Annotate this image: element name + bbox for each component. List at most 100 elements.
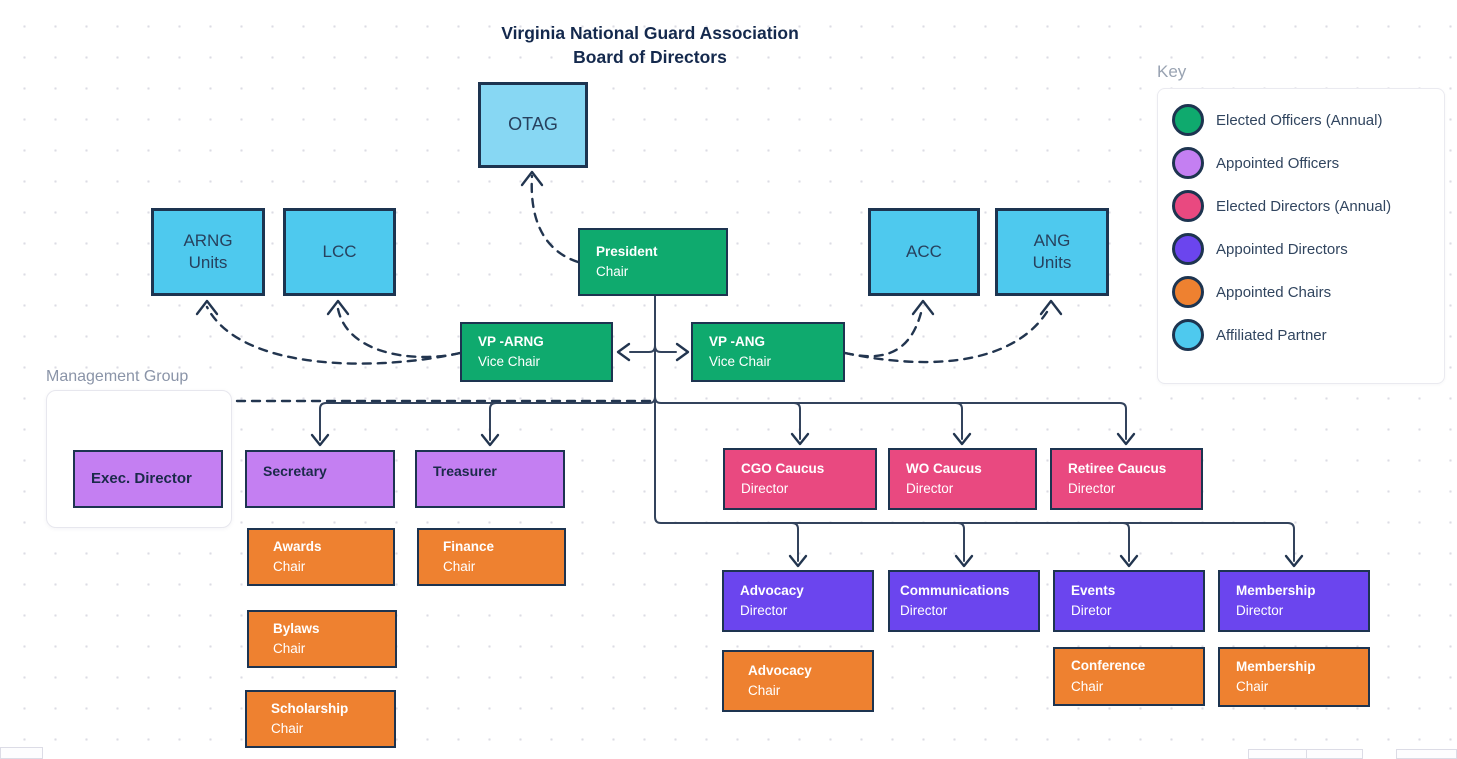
node-title: WO Caucus	[906, 460, 982, 476]
node-subtitle: Director	[900, 603, 948, 618]
node-retiree-caucus[interactable]: Retiree Caucus Director	[1050, 448, 1203, 510]
node-otag[interactable]: OTAG	[478, 82, 588, 168]
node-arng-units[interactable]: ARNG Units	[151, 208, 265, 296]
key-item-affiliated-partner: Affiliated Partner	[1172, 319, 1430, 351]
node-awards-chair[interactable]: Awards Chair	[247, 528, 395, 586]
node-title: Scholarship	[271, 700, 349, 716]
node-subtitle: Chair	[273, 559, 306, 574]
node-title: Events	[1071, 582, 1116, 598]
node-title: Exec. Director	[91, 469, 192, 487]
key-item-elected-directors: Elected Directors (Annual)	[1172, 190, 1430, 222]
node-title: Retiree Caucus	[1068, 460, 1167, 476]
node-title: Treasurer	[433, 463, 497, 479]
node-title: CGO Caucus	[741, 460, 825, 476]
dashed-vpang-angunits	[843, 305, 1052, 364]
node-vp-ang[interactable]: VP -ANG Vice Chair	[691, 322, 845, 382]
node-subtitle: Chair	[1071, 678, 1104, 694]
node-title: ANG Units	[1032, 230, 1072, 272]
page-title-line2: Board of Directors	[573, 46, 727, 67]
connector-events-dir	[1122, 522, 1130, 562]
node-acc[interactable]: ACC	[868, 208, 980, 296]
connector-treasurer	[489, 402, 497, 441]
node-subtitle: Chair	[443, 559, 476, 574]
node-subtitle: Vice Chair	[478, 354, 541, 369]
dashed-vparng-lcc	[336, 307, 462, 359]
node-cgo-caucus[interactable]: CGO Caucus Director	[723, 448, 877, 510]
key-item-elected-officers: Elected Officers (Annual)	[1172, 104, 1430, 136]
node-lcc[interactable]: LCC	[283, 208, 396, 296]
page-title: Virginia National Guard Association Boar…	[350, 22, 950, 69]
node-subtitle: Director	[741, 481, 789, 496]
node-title: LCC	[322, 241, 357, 261]
node-subtitle: Chair	[596, 264, 629, 279]
node-subtitle: Chair	[748, 683, 781, 698]
node-treasurer[interactable]: Treasurer	[415, 450, 565, 508]
lilac-circle-icon	[1172, 147, 1204, 179]
node-president[interactable]: President Chair	[578, 228, 728, 296]
node-title: Awards	[273, 538, 322, 554]
node-subtitle: Chair	[271, 721, 304, 736]
node-events-director[interactable]: Events Diretor	[1053, 570, 1205, 632]
page-title-line1: Virginia National Guard Association	[501, 23, 799, 43]
node-subtitle: Chair	[1236, 679, 1269, 694]
connector-advocacy-dir	[791, 522, 799, 562]
node-title: Conference	[1071, 658, 1146, 674]
key-item-label: Elected Directors (Annual)	[1216, 197, 1392, 215]
dashed-president-otag	[530, 174, 580, 264]
orange-circle-icon	[1172, 276, 1204, 308]
node-title: Advocacy	[740, 582, 804, 598]
pink-circle-icon	[1172, 190, 1204, 222]
key-panel: Elected Officers (Annual) Appointed Offi…	[1157, 88, 1445, 384]
node-exec-director[interactable]: Exec. Director	[73, 450, 223, 508]
node-membership-chair[interactable]: Membership Chair	[1218, 647, 1370, 707]
connector-wo	[955, 402, 963, 440]
key-item-label: Appointed Directors	[1216, 240, 1348, 258]
node-communications-director[interactable]: Communications Director	[888, 570, 1040, 632]
green-circle-icon	[1172, 104, 1204, 136]
node-title: Communications	[900, 582, 1010, 598]
bottom-left-panel[interactable]	[0, 747, 43, 759]
connector-communications-dir	[957, 522, 965, 562]
node-title: VP -ANG	[709, 333, 766, 349]
node-scholarship-chair[interactable]: Scholarship Chair	[245, 690, 396, 748]
node-title: Finance	[443, 538, 495, 554]
connector-secretary	[319, 396, 656, 441]
node-title: Advocacy	[748, 662, 812, 678]
connector-vp-arng	[629, 345, 656, 353]
node-bylaws-chair[interactable]: Bylaws Chair	[247, 610, 397, 668]
key-item-label: Appointed Officers	[1216, 154, 1340, 172]
connector-vp-ang	[654, 345, 677, 353]
node-subtitle: Diretor	[1071, 603, 1112, 618]
key-item-appointed-directors: Appointed Directors	[1172, 233, 1430, 265]
node-advocacy-director[interactable]: Advocacy Director	[722, 570, 874, 632]
divider	[1306, 750, 1307, 758]
node-title: Secretary	[263, 463, 327, 479]
node-title: ARNG Units	[183, 230, 233, 272]
key-item-label: Elected Officers (Annual)	[1216, 111, 1383, 129]
key-item-label: Affiliated Partner	[1216, 326, 1327, 344]
node-subtitle: Vice Chair	[709, 354, 772, 369]
node-membership-director[interactable]: Membership Director	[1218, 570, 1370, 632]
purple-circle-icon	[1172, 233, 1204, 265]
node-wo-caucus[interactable]: WO Caucus Director	[888, 448, 1037, 510]
node-title: Membership	[1236, 582, 1316, 598]
node-title: Bylaws	[273, 620, 320, 636]
node-finance-chair[interactable]: Finance Chair	[417, 528, 566, 586]
node-subtitle: Chair	[273, 641, 306, 656]
key-label: Key	[1157, 62, 1187, 81]
node-title: Membership	[1236, 658, 1316, 674]
key-item-appointed-chairs: Appointed Chairs	[1172, 276, 1430, 308]
connector-retiree	[654, 396, 1127, 440]
node-secretary[interactable]: Secretary	[245, 450, 395, 508]
key-item-appointed-officers: Appointed Officers	[1172, 147, 1430, 179]
node-subtitle: Director	[740, 603, 788, 618]
connector-cgo	[793, 402, 801, 440]
blue-circle-icon	[1172, 319, 1204, 351]
management-group-label: Management Group	[46, 368, 189, 385]
node-ang-units[interactable]: ANG Units	[995, 208, 1109, 296]
node-advocacy-chair[interactable]: Advocacy Chair	[722, 650, 874, 712]
node-conference-chair[interactable]: Conference Chair	[1053, 647, 1205, 706]
key-item-label: Appointed Chairs	[1216, 283, 1332, 301]
node-title: OTAG	[508, 114, 558, 135]
node-vp-arng[interactable]: VP -ARNG Vice Chair	[460, 322, 613, 382]
